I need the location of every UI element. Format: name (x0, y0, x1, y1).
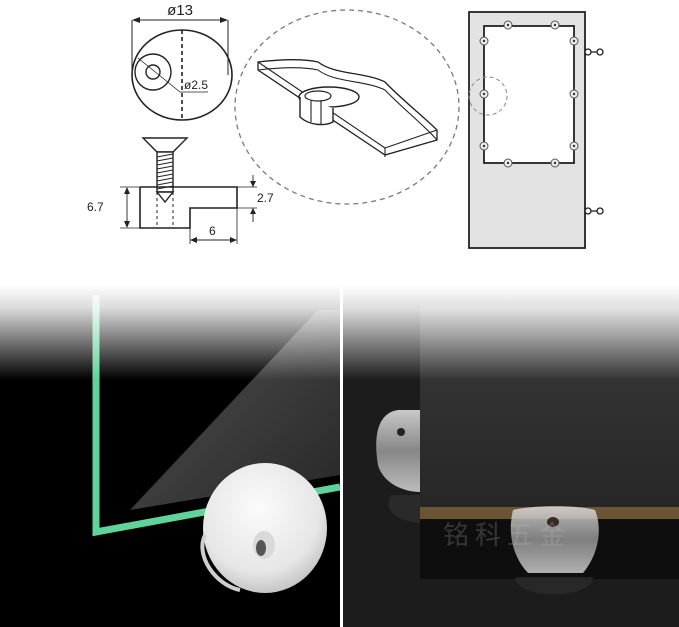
height-label: 6.7 (87, 200, 104, 214)
screw-icon (141, 137, 189, 153)
door-diagram (468, 11, 604, 249)
isometric-detail-drawing (234, 9, 460, 205)
hole-diameter-label: ø2.5 (184, 78, 208, 92)
top-fade (0, 285, 340, 380)
step-width-label: 6 (209, 224, 216, 238)
hinge-icons (584, 48, 604, 215)
top-fade (343, 285, 679, 380)
side-view-drawing: 6.7 2.7 6 (87, 137, 274, 244)
photo-white-support (0, 285, 340, 627)
clear-support-left (376, 410, 420, 492)
photo-clear-supports: 铭科五金 (343, 285, 679, 627)
photo-divider (340, 285, 343, 627)
shelf-pin-icons (479, 20, 579, 168)
outer-diameter-label: ø13 (167, 2, 193, 19)
watermark-text: 铭科五金 (443, 521, 572, 551)
top-view-drawing: ø13 ø2.5 (131, 2, 233, 121)
step-height-label: 2.7 (257, 191, 274, 205)
clear-support-bottom (510, 506, 599, 573)
white-shelf-support (203, 463, 327, 593)
